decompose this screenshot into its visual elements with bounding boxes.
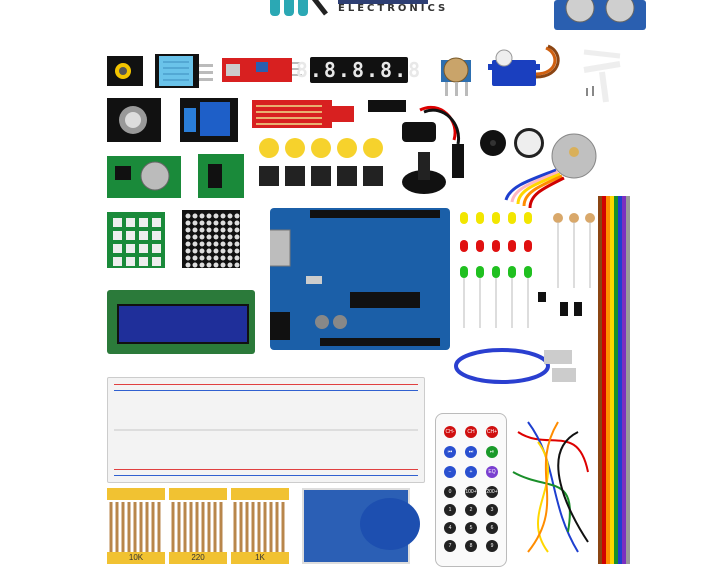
- jumper-wire: [622, 196, 626, 564]
- breadboard: [107, 377, 425, 483]
- remote-button: CH+: [486, 426, 498, 438]
- remote-button: CH: [465, 426, 477, 438]
- remote-button: 6: [486, 522, 498, 534]
- jumper-wire: [626, 196, 630, 564]
- led-matrix: [182, 210, 240, 268]
- water-level-sensor: [252, 100, 354, 128]
- remote-button: CH-: [444, 426, 456, 438]
- remote-button: 3: [486, 504, 498, 516]
- jumper-wire: [598, 196, 602, 564]
- potentiometer: [441, 57, 471, 96]
- joystick-module: [107, 98, 161, 142]
- stepper-motor: [504, 133, 597, 209]
- resistor-label: 10K: [107, 552, 165, 564]
- resistor-pack: 10K: [107, 488, 165, 564]
- jumper-wire: [614, 196, 618, 564]
- jumper-wire: [602, 196, 606, 564]
- ir-remote: CH- CH CH+ ⏮ ⏭ ⏯ − + EQ 0 100+ 200+ 1 2 …: [435, 413, 507, 567]
- remote-button: 4: [444, 522, 456, 534]
- joystick-cap: [402, 152, 446, 194]
- remote-button: +: [465, 466, 477, 478]
- photoresistors: [553, 213, 595, 288]
- stepper-driver-board: [198, 154, 244, 198]
- keypad-module: [107, 212, 165, 268]
- battery-clip: [402, 105, 464, 178]
- remote-button: EQ: [486, 466, 498, 478]
- joystick-module-small: [107, 56, 143, 86]
- remote-button: 7: [444, 540, 456, 552]
- brand-name: ELECTRONICS: [338, 3, 449, 14]
- lcd-display-module: [107, 290, 255, 354]
- ic-chip: [368, 100, 406, 112]
- push-buttons: [259, 138, 383, 186]
- servo-horns: [583, 49, 621, 103]
- ultrasonic-sensor: [554, 0, 646, 30]
- resistor-pack: 220: [169, 488, 227, 564]
- remote-button: 9: [486, 540, 498, 552]
- remote-button: 1: [444, 504, 456, 516]
- relay-module: [180, 98, 238, 142]
- dht-sensor-module: [155, 54, 213, 88]
- led-set: [460, 212, 532, 328]
- remote-button: 0: [444, 486, 456, 498]
- rfid-tag: [360, 498, 420, 550]
- remote-button: 200+: [486, 486, 498, 498]
- brand-logo: [268, 0, 448, 18]
- seven-segment-display: 8.8.8.8.8: [296, 57, 420, 83]
- usb-cable: [454, 348, 576, 384]
- jumper-wire-bundle: [512, 421, 589, 553]
- buzzer: [480, 130, 506, 156]
- servo-motor: [488, 44, 560, 86]
- brand-logo-icon: [270, 0, 328, 16]
- sound-sensor-module: [222, 58, 302, 82]
- rtc-module: [107, 156, 181, 198]
- active-buzzer: [514, 128, 544, 158]
- remote-button: 2: [465, 504, 477, 516]
- remote-button: −: [444, 466, 456, 478]
- board-model-label: UNO: [658, 442, 696, 464]
- jumper-wire: [618, 196, 622, 564]
- seven-segment-digits: 8.8.8.8.8: [295, 58, 423, 82]
- resistor-label: 220: [169, 552, 227, 564]
- resistor-pack: 1K: [231, 488, 289, 564]
- jumper-wire: [606, 196, 610, 564]
- remote-button: 100+: [465, 486, 477, 498]
- resistor-label: 1K: [231, 552, 289, 564]
- remote-button: ⏮: [444, 446, 456, 458]
- lcd-screen: [117, 304, 249, 344]
- remote-button: 5: [465, 522, 477, 534]
- remote-button: 8: [465, 540, 477, 552]
- remote-button: ⏭: [465, 446, 477, 458]
- remote-button: ⏯: [486, 446, 498, 458]
- arduino-board: UNO: [270, 208, 696, 464]
- jumper-wire: [610, 196, 614, 564]
- transistors: [538, 292, 582, 316]
